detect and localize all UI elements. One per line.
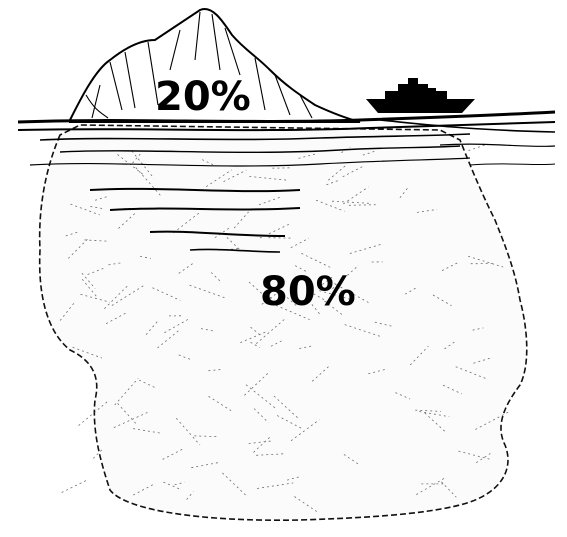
iceberg-underwater [40,125,527,520]
above-water-percentage: 20% [155,74,251,120]
below-water-percentage: 80% [260,269,356,315]
